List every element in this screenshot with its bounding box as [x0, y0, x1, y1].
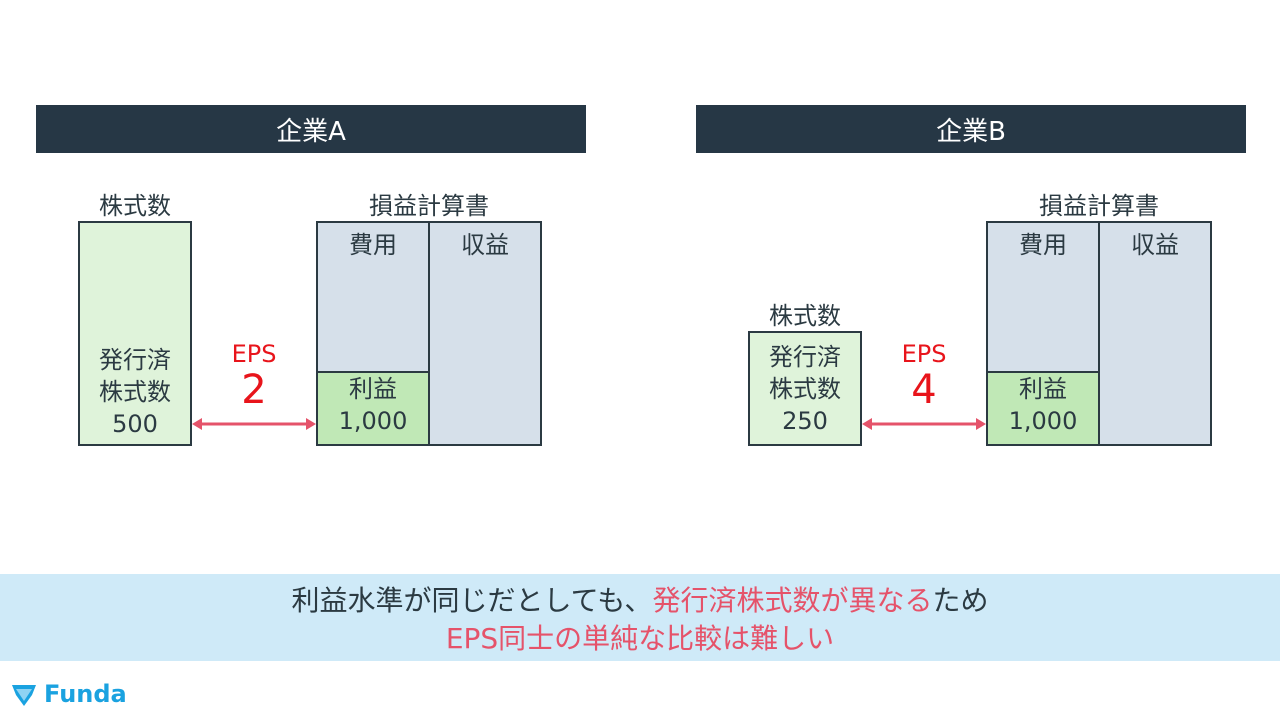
banner-line1: 利益水準が同じだとしても、発行済株式数が異なるため [0, 582, 1280, 620]
company-b-eps: EPS 4 [866, 340, 982, 412]
profit-value: 1,000 [338, 407, 408, 435]
double-arrow-icon [862, 418, 986, 430]
company-a-revenue-box: 収益 [428, 221, 542, 446]
company-a-header: 企業A [36, 105, 586, 153]
expense-label: 費用 [1019, 231, 1067, 259]
eps-value: 4 [911, 367, 937, 413]
company-a-expense-box: 費用 [316, 221, 430, 373]
revenue-label: 収益 [461, 231, 509, 259]
company-b-title: 企業B [936, 116, 1006, 147]
company-a-eps: EPS 2 [196, 340, 312, 412]
company-a-shares-box: 発行済 株式数 500 [78, 221, 192, 446]
company-b-pl-title: 損益計算書 [1039, 192, 1159, 220]
company-a-profit-box: 利益 1,000 [316, 371, 430, 446]
company-b-profit-box: 利益 1,000 [986, 371, 1100, 446]
shares-line1: 発行済 [99, 346, 171, 374]
conclusion-banner: 利益水準が同じだとしても、発行済株式数が異なるため EPS同士の単純な比較は難し… [0, 574, 1280, 661]
shares-value: 250 [782, 406, 828, 435]
company-b-shares-label: 株式数 [769, 302, 841, 330]
banner-text: 利益水準が同じだとしても、 [291, 584, 653, 617]
banner-line2: EPS同士の単純な比較は難しい [445, 622, 835, 655]
banner-text: ため [932, 584, 989, 617]
profit-label: 利益 [1019, 375, 1067, 403]
eps-label: EPS [901, 340, 947, 368]
gem-icon [12, 685, 36, 706]
shares-line2: 株式数 [769, 374, 841, 403]
company-a-shares-label: 株式数 [99, 192, 171, 220]
company-b-shares-box: 発行済 株式数 250 [748, 331, 862, 446]
double-arrow-icon [192, 418, 316, 430]
company-a-title: 企業A [276, 116, 346, 147]
banner-highlight: 発行済株式数が異なる [652, 584, 933, 617]
eps-label: EPS [231, 340, 277, 368]
company-b-header: 企業B [696, 105, 1246, 153]
eps-value: 2 [241, 367, 267, 413]
expense-label: 費用 [349, 231, 397, 259]
shares-line2: 株式数 [99, 378, 171, 406]
logo-text: Funda [44, 680, 127, 708]
shares-line1: 発行済 [769, 342, 841, 371]
company-b-expense-box: 費用 [986, 221, 1100, 373]
profit-value: 1,000 [1008, 407, 1078, 435]
shares-value: 500 [112, 410, 158, 438]
company-b-revenue-box: 収益 [1098, 221, 1212, 446]
company-a-pl-title: 損益計算書 [369, 192, 489, 220]
funda-logo: Funda [10, 680, 127, 708]
profit-label: 利益 [349, 375, 397, 403]
revenue-label: 収益 [1131, 231, 1179, 259]
